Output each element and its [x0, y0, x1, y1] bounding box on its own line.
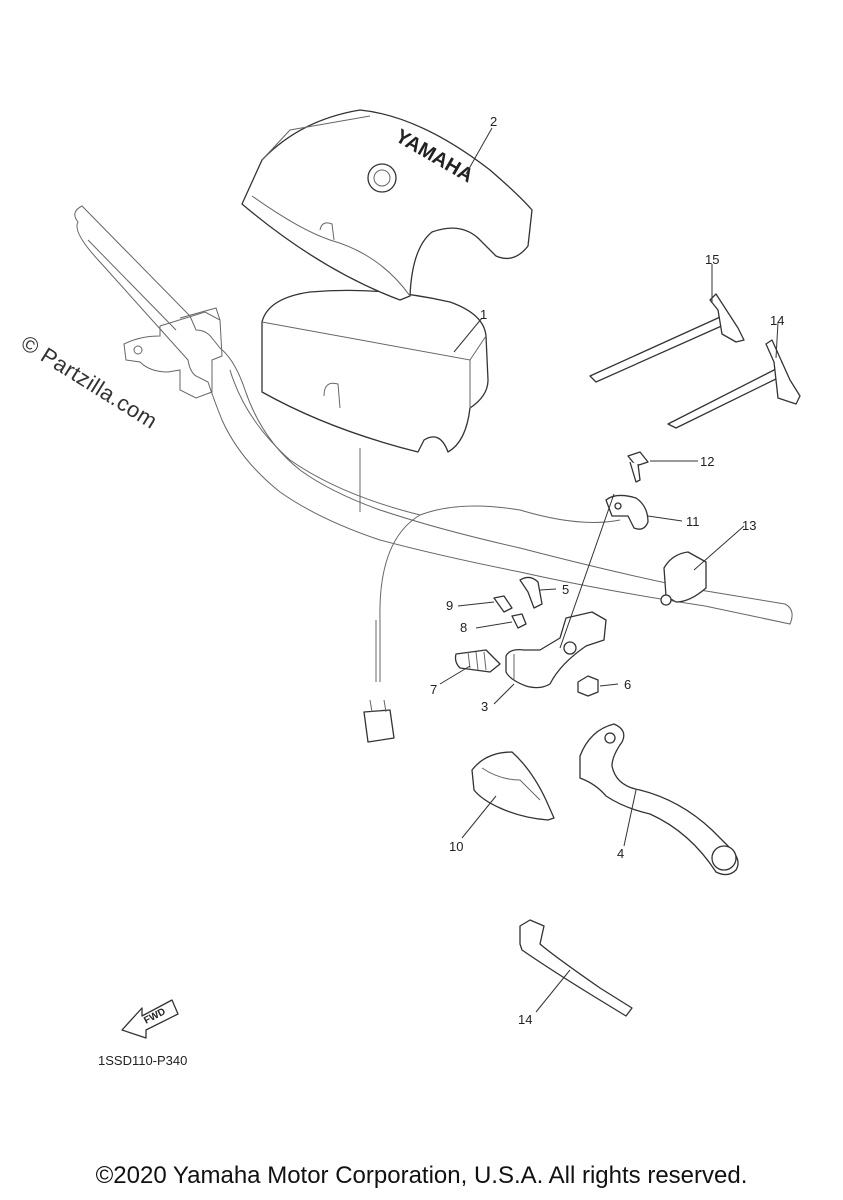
callout-8: 8 — [460, 620, 467, 635]
handlebar-outline — [74, 205, 793, 625]
callout-14-lower: 14 — [518, 1012, 532, 1027]
part-5-pivot-bolt — [519, 576, 543, 609]
part-14-cable-tie-upper — [667, 339, 801, 429]
callout-6: 6 — [624, 677, 631, 692]
reference-code: 1SSD110-P340 — [98, 1053, 188, 1068]
callout-numbers: 1 2 3 4 5 6 7 8 9 10 11 12 13 14 14 15 — [430, 114, 784, 1027]
part-10-lever-cover — [471, 751, 555, 821]
part-14-cable-tie-lower — [519, 919, 633, 1017]
callout-15: 15 — [705, 252, 719, 267]
part-7-adjuster — [454, 649, 501, 673]
copyright-notice: ©2020 Yamaha Motor Corporation, U.S.A. A… — [95, 1162, 748, 1189]
callout-5: 5 — [562, 582, 569, 597]
left-switch-housing — [123, 307, 223, 399]
callout-4: 4 — [617, 846, 624, 861]
callout-1: 1 — [480, 307, 487, 322]
leader-lines — [439, 127, 779, 1013]
callout-9: 9 — [446, 598, 453, 613]
part-8-screw — [511, 613, 527, 629]
callout-7: 7 — [430, 682, 437, 697]
callout-14-upper: 14 — [770, 313, 784, 328]
part-2-pad-cover: YAMAHA — [241, 109, 533, 301]
part-15-cable-tie — [589, 293, 745, 383]
part-1-handlebar-pad — [261, 289, 489, 512]
fwd-arrow-icon: FWD — [121, 999, 179, 1039]
wire-harness — [363, 505, 621, 743]
callout-3: 3 — [481, 699, 488, 714]
part-3-lever-holder — [505, 611, 607, 689]
callout-12: 12 — [700, 454, 714, 469]
part-11-clamp — [605, 494, 649, 530]
callout-11: 11 — [686, 514, 700, 529]
callout-2: 2 — [490, 114, 497, 129]
part-4-clutch-lever — [579, 723, 739, 876]
callout-13: 13 — [742, 518, 756, 533]
callout-10: 10 — [449, 839, 463, 854]
part-13-clamp — [660, 551, 707, 606]
part-12-bolt — [627, 451, 649, 483]
part-9-screw — [493, 595, 513, 613]
part-6-nut — [577, 675, 599, 697]
